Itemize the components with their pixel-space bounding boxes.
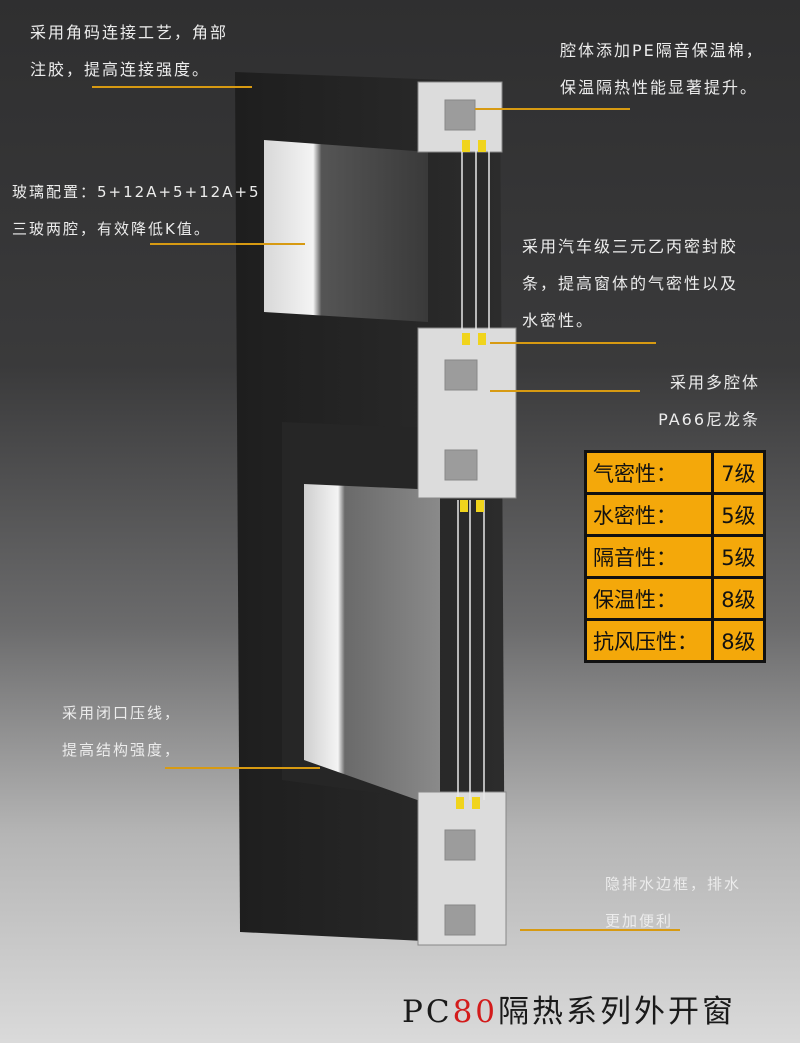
leader-line (475, 108, 630, 110)
callout-line: PA66尼龙条 (658, 410, 760, 429)
callout-line: 玻璃配置：5+12A+5+12A+5 (12, 183, 261, 201)
leader-line (490, 342, 656, 344)
callout-glass: 玻璃配置：5+12A+5+12A+5 三玻两腔，有效降低K值。 (12, 174, 261, 248)
spec-label: 隔音性： (584, 534, 714, 579)
callout-line: 提高结构强度， (62, 741, 182, 759)
seal-strips (456, 140, 486, 809)
table-row: 隔音性：5级 (584, 534, 767, 579)
callout-line: 隐排水边框，排水 (605, 875, 742, 893)
callout-corner: 采用角码连接工艺，角部 注胶，提高连接强度。 (30, 14, 228, 88)
window-frame (235, 72, 505, 945)
callout-line: 保温隔热性能显著提升。 (560, 78, 759, 97)
callout-line: 条，提高窗体的气密性以及 (522, 274, 739, 293)
spec-value: 8级 (710, 576, 767, 621)
leader-line (520, 929, 680, 931)
table-row: 保温性：8级 (584, 576, 767, 621)
callout-bead: 采用闭口压线， 提高结构强度， (62, 695, 181, 769)
leader-line (92, 86, 252, 88)
callout-drain: 隐排水边框，排水 更加便利 (605, 866, 741, 940)
title-suffix: 隔热系列外开窗 (498, 994, 737, 1030)
callout-line: 采用汽车级三元乙丙密封胶 (522, 237, 739, 256)
callout-line: 更加便利 (605, 912, 674, 930)
callout-pe-insulation: 腔体添加PE隔音保温棉， 保温隔热性能显著提升。 (560, 32, 764, 106)
glass-panes (457, 150, 490, 800)
spec-label: 保温性： (584, 576, 714, 621)
callout-seal: 采用汽车级三元乙丙密封胶 条，提高窗体的气密性以及 水密性。 (522, 228, 738, 339)
product-title: PC80隔热系列外开窗 (402, 986, 736, 1031)
spec-value: 5级 (710, 534, 767, 579)
callout-line: 采用角码连接工艺，角部 (30, 23, 229, 42)
callout-line: 采用闭口压线， (62, 704, 182, 722)
callout-line: 水密性。 (522, 311, 595, 330)
leader-line (490, 390, 640, 392)
callout-nylon: 采用多腔体 PA66尼龙条 (640, 364, 760, 438)
title-model-number: 80 (452, 994, 499, 1030)
spec-value: 5级 (710, 492, 767, 537)
spec-value: 8级 (710, 618, 767, 663)
callout-line: 采用多腔体 (669, 373, 760, 392)
spec-label: 抗风压性： (584, 618, 714, 663)
callout-line: 三玻两腔，有效降低K值。 (12, 220, 211, 238)
leader-line (165, 767, 320, 769)
leader-line (150, 243, 305, 245)
spec-label: 水密性： (584, 492, 714, 537)
table-row: 气密性：7级 (584, 450, 767, 495)
performance-spec-table: 气密性：7级 水密性：5级 隔音性：5级 保温性：8级 抗风压性：8级 (584, 450, 767, 663)
title-prefix: PC (402, 994, 453, 1030)
callout-line: 腔体添加PE隔音保温棉， (560, 41, 764, 60)
spec-label: 气密性： (584, 450, 714, 495)
table-row: 水密性：5级 (584, 492, 767, 537)
spec-value: 7级 (710, 450, 767, 495)
profile-cross-sections (417, 81, 517, 946)
table-row: 抗风压性：8级 (584, 618, 767, 663)
callout-line: 注胶，提高连接强度。 (30, 60, 211, 79)
